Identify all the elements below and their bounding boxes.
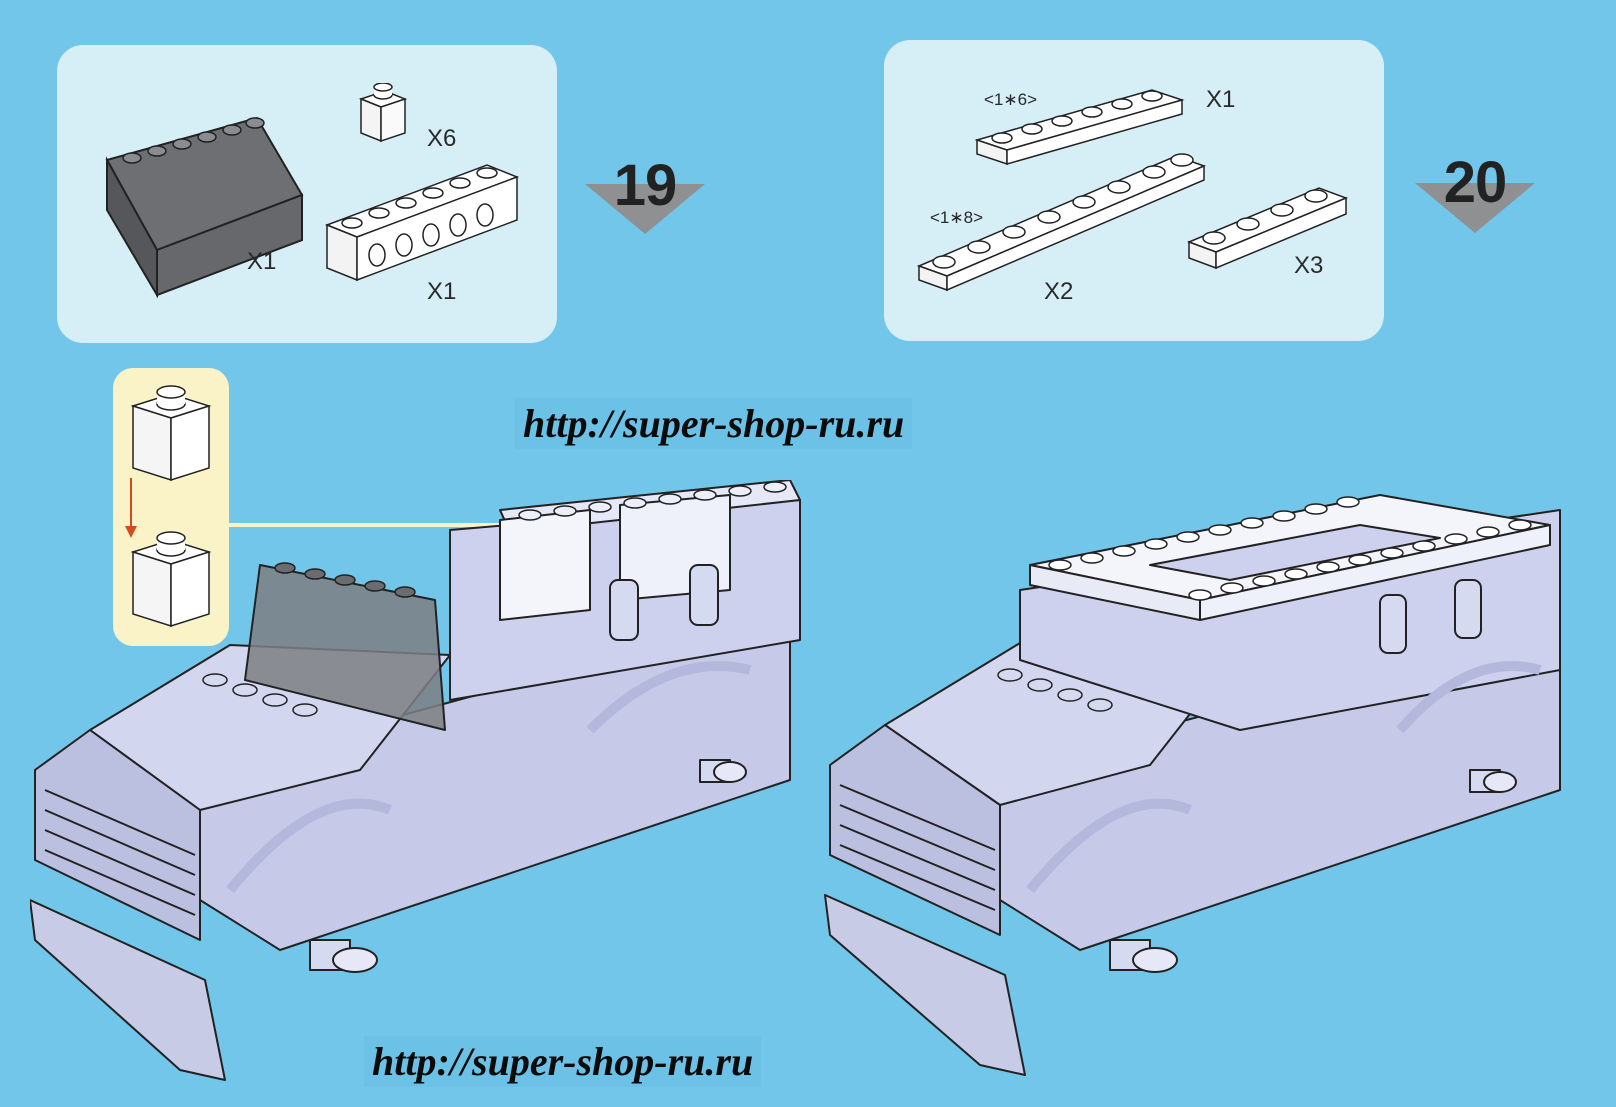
step-arrow-icon [1415,183,1535,233]
plate-1x8-qty: X2 [1044,278,1074,305]
technic-beam-part-icon [324,164,520,282]
plate-1x6-qty: X1 [1206,86,1236,113]
stacked-bricks-icon [125,385,212,628]
step-number: 19 [613,153,678,218]
plate-1x4-qty: X3 [1294,252,1324,279]
technic-beam-qty: X1 [427,278,457,305]
step-19-marker: 19 [575,148,715,238]
plate-1x8-part-icon [916,153,1207,292]
watermark-url-bottom: http://super-shop-ru.ru [364,1036,762,1087]
watermark-url-top: http://super-shop-ru.ru [515,398,913,449]
step-number: 20 [1443,150,1508,215]
windshield-part-icon [105,116,304,299]
vehicle-step19-illustration [30,480,801,1081]
windshield-qty: X1 [247,248,277,275]
plate-1x4-part-icon [1186,187,1349,270]
brick-stack-callout [113,368,229,646]
plate-1x8-label: <1∗8> [930,208,984,227]
brick-1x1-part-icon [358,83,408,143]
step-20-marker: 20 [1405,145,1545,235]
step19-parts-panel: X1 X6 X1 [57,45,557,343]
plate-1x6-part-icon [974,89,1185,166]
brick-1x1-qty: X6 [427,125,457,152]
plate-1x6-label: <1∗6> [984,90,1038,109]
step20-parts-panel: <1∗6> X1 <1∗8> X2 X3 [884,40,1384,341]
vehicle-step20-illustration [824,494,1561,1076]
step-arrow-icon [585,184,705,234]
